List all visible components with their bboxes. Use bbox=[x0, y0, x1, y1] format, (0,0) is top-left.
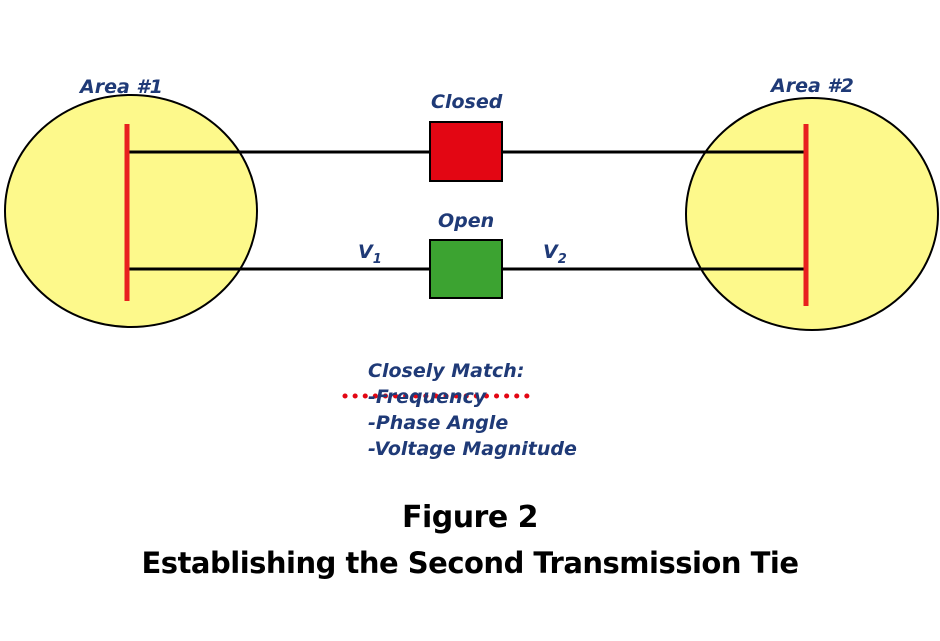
v2-base: V bbox=[543, 241, 559, 263]
v1-base: V bbox=[358, 241, 374, 263]
area-1-label: Area #1 bbox=[78, 76, 163, 98]
open-breaker bbox=[429, 239, 503, 299]
match-item-phase-angle: -Phase Angle bbox=[368, 412, 509, 434]
match-requirements: Closely Match: -Frequency -Phase Angle -… bbox=[368, 358, 688, 462]
area-1-ellipse bbox=[4, 94, 258, 328]
match-item-frequency: -Frequency bbox=[368, 386, 487, 408]
v1-label: V1 bbox=[358, 241, 382, 267]
match-heading: Closely Match: bbox=[368, 360, 525, 382]
figure-subtitle: Establishing the Second Transmission Tie bbox=[141, 546, 799, 580]
closed-label: Closed bbox=[431, 91, 503, 113]
area-2-label: Area #2 bbox=[769, 75, 854, 97]
open-label: Open bbox=[438, 210, 494, 232]
v2-subscript: 2 bbox=[558, 252, 567, 267]
match-item-voltage-magnitude: -Voltage Magnitude bbox=[368, 438, 577, 460]
area-2-ellipse bbox=[685, 97, 939, 331]
figure-title: Figure 2 bbox=[401, 500, 539, 535]
closed-breaker bbox=[429, 121, 503, 182]
v2-label: V2 bbox=[543, 241, 567, 267]
v1-subscript: 1 bbox=[373, 252, 382, 267]
